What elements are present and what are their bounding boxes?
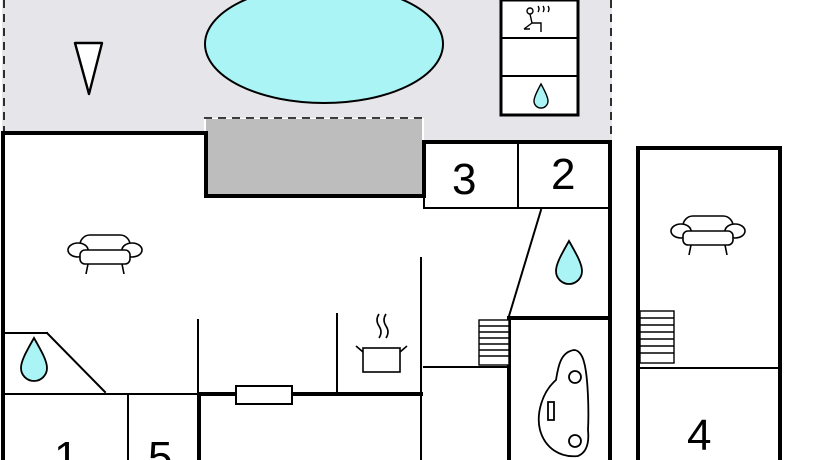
room-label-2: 2 [551,150,575,199]
terrace-boundary [3,0,612,140]
water-drop-icon [555,239,583,285]
room-label-3: 3 [452,155,476,204]
sofa-icon [670,215,746,256]
stairs-icon [639,310,675,364]
room-label-1: 1 [54,433,78,460]
sauna-block [499,0,580,117]
parasol-icon [73,41,104,96]
room-label-5: 5 [148,433,172,460]
water-drop-icon [533,82,549,109]
car-icon [537,349,590,458]
cooking-pot-icon [355,313,408,373]
swimming-pool [204,0,444,104]
room-label-4: 4 [687,411,711,460]
annex-walls [636,146,782,460]
main-house-walls [1,131,612,460]
covered-area [206,119,422,196]
window [235,385,293,405]
sauna-icon [523,5,550,32]
stairs-icon [478,319,510,366]
sofa-icon [67,234,143,275]
water-drop-icon [20,336,48,382]
